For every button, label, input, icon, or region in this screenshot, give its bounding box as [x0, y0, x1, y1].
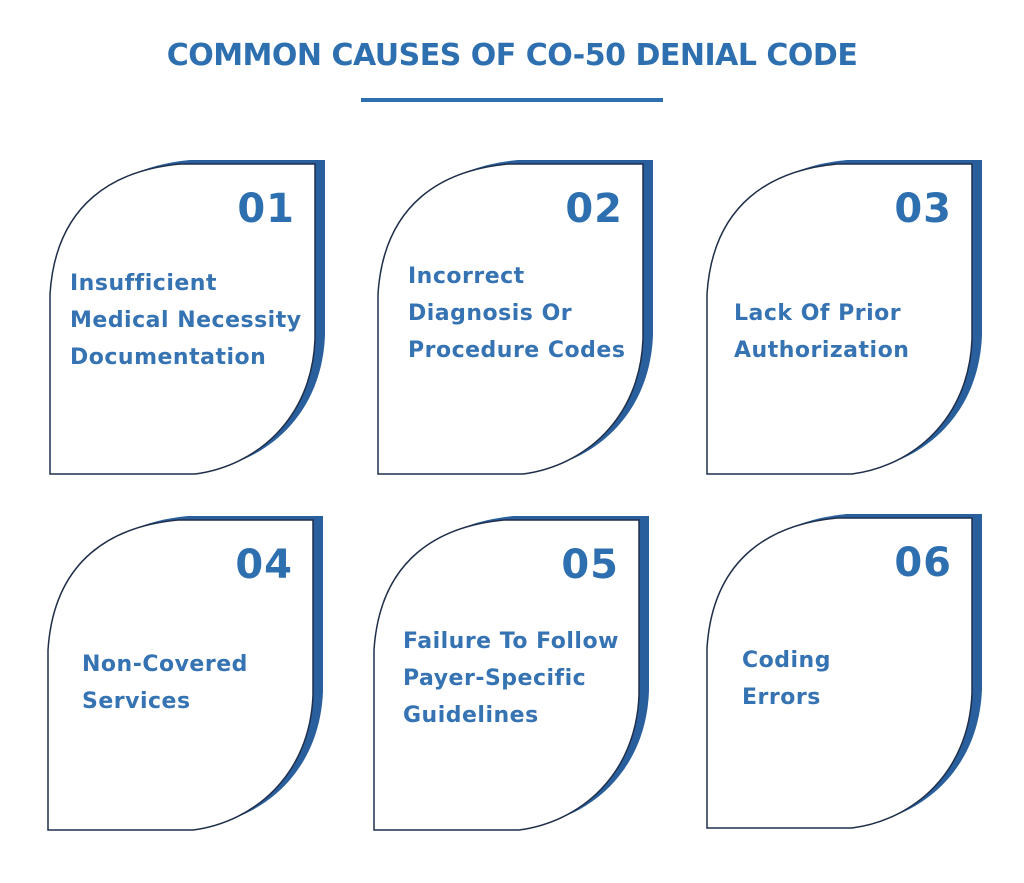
- leaf-card-shape: [47, 516, 323, 831]
- leaf-card-shape: [377, 160, 653, 475]
- card-number: 04: [235, 542, 293, 588]
- leaf-card-shape: [706, 160, 982, 475]
- card-label: Non-Covered Services: [82, 652, 248, 714]
- cause-card-02: 02 Incorrect Diagnosis Or Procedure Code…: [377, 160, 653, 475]
- card-number: 05: [561, 542, 619, 588]
- card-number: 01: [237, 186, 295, 232]
- cause-card-01: 01 Insufficient Medical Necessity Docume…: [49, 160, 325, 475]
- cause-card-06: 06 Coding Errors: [706, 514, 982, 829]
- card-number: 03: [894, 186, 952, 232]
- cause-card-03: 03 Lack Of Prior Authorization: [706, 160, 982, 475]
- cause-card-04: 04 Non-Covered Services: [47, 516, 323, 831]
- card-number: 02: [565, 186, 623, 232]
- card-label: Insufficient Medical Necessity Documenta…: [70, 271, 302, 370]
- card-label: Failure To Follow Payer-Specific Guideli…: [403, 629, 619, 728]
- card-label: Coding Errors: [742, 648, 831, 710]
- cause-card-05: 05 Failure To Follow Payer-Specific Guid…: [373, 516, 649, 831]
- title-underline: [361, 98, 663, 102]
- leaf-card-shape: [373, 516, 649, 831]
- leaf-card-shape: [706, 514, 982, 829]
- card-number: 06: [894, 540, 952, 586]
- page-title: COMMON CAUSES OF CO-50 DENIAL CODE: [166, 38, 858, 73]
- card-label: Incorrect Diagnosis Or Procedure Codes: [408, 264, 626, 363]
- card-label: Lack Of Prior Authorization: [734, 301, 910, 363]
- leaf-card-shape: [49, 160, 325, 475]
